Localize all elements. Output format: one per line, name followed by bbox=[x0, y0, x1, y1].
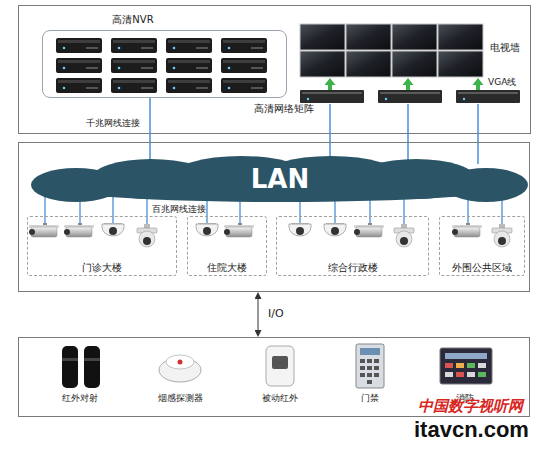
infrared-beam-icon bbox=[62, 346, 100, 388]
control-room-box bbox=[19, 6, 531, 134]
node-label: 高清网络矩阵 bbox=[254, 103, 326, 115]
connector-line bbox=[329, 104, 331, 164]
nvr-unit bbox=[56, 58, 102, 73]
node-label: 红外对射 bbox=[45, 393, 115, 404]
link-label: 千兆网线连接 bbox=[86, 118, 140, 129]
building-group: 住院大楼 bbox=[187, 216, 267, 276]
node-label: 被动红外 bbox=[245, 393, 315, 404]
pir-sensor-icon bbox=[266, 346, 294, 386]
box-camera bbox=[64, 223, 94, 237]
wall-screen bbox=[438, 24, 483, 50]
connector-line bbox=[477, 104, 479, 164]
wall-screen bbox=[300, 51, 345, 77]
box-camera bbox=[452, 223, 482, 237]
dome-camera bbox=[324, 223, 346, 236]
fire-panel-icon bbox=[440, 348, 492, 384]
io-arrow bbox=[258, 299, 259, 330]
connector-line bbox=[149, 98, 151, 164]
network-matrix: 高清网络矩阵 bbox=[300, 90, 520, 104]
node-label: 门禁 bbox=[335, 393, 405, 404]
decoder-unit bbox=[300, 90, 364, 103]
io-label: I/O bbox=[268, 307, 284, 320]
nvr-unit bbox=[221, 78, 267, 93]
node-label: 门诊大楼 bbox=[28, 262, 176, 274]
node-label: 电视墙 bbox=[490, 42, 538, 54]
connector-line bbox=[407, 104, 409, 164]
nvr-unit bbox=[221, 38, 267, 53]
gigabit-link bbox=[150, 98, 151, 164]
connector-line bbox=[328, 85, 332, 90]
nvr-group-box: 高清NVR bbox=[42, 30, 287, 98]
wall-screen bbox=[392, 24, 437, 50]
decoder-unit bbox=[378, 90, 442, 103]
nvr-unit bbox=[166, 78, 212, 93]
node-label: 住院大楼 bbox=[188, 262, 266, 274]
matrix-link bbox=[330, 104, 478, 164]
ptz-camera bbox=[394, 224, 414, 247]
node-label: 百兆网线连接 bbox=[152, 204, 232, 215]
dome-camera bbox=[196, 223, 218, 236]
lan-cloud: LAN bbox=[31, 155, 529, 203]
lan-section-box: 百兆网线连接 LAN 门诊大楼住院大楼综合行政楼外围公共区域 bbox=[18, 142, 530, 292]
nvr-unit bbox=[111, 78, 157, 93]
decoder-unit bbox=[456, 90, 520, 103]
nvr-unit bbox=[166, 58, 212, 73]
building-group: 综合行政楼 bbox=[276, 216, 429, 276]
wall-screen bbox=[300, 24, 345, 50]
access-control-icon bbox=[356, 344, 384, 388]
box-camera bbox=[354, 223, 384, 237]
link-label: VGA线 bbox=[488, 77, 516, 88]
box-camera bbox=[29, 223, 59, 237]
nvr-unit bbox=[56, 78, 102, 93]
building-group: 外围公共区域 bbox=[439, 216, 525, 276]
dome-camera bbox=[102, 223, 124, 236]
wall-screen bbox=[438, 51, 483, 77]
vga-arrow bbox=[330, 85, 478, 90]
node-label: 外围公共区域 bbox=[440, 262, 524, 274]
network-label: LAN bbox=[31, 164, 529, 195]
node-label: 综合行政楼 bbox=[277, 262, 428, 274]
ptz-camera bbox=[492, 224, 512, 247]
nvr-unit bbox=[111, 38, 157, 53]
connector-line bbox=[476, 85, 480, 90]
wall-screen bbox=[346, 51, 391, 77]
watermark: itavcn.com bbox=[414, 417, 529, 443]
node-label: 烟感探测器 bbox=[145, 393, 215, 404]
ptz-camera bbox=[137, 224, 157, 247]
wall-screen bbox=[392, 51, 437, 77]
wall-screen bbox=[346, 24, 391, 50]
nvr-unit bbox=[111, 58, 157, 73]
video-wall: 电视墙 bbox=[300, 24, 484, 78]
nvr-unit bbox=[221, 58, 267, 73]
node-label: 高清NVR bbox=[83, 14, 183, 26]
building-group: 门诊大楼 bbox=[27, 216, 177, 276]
connector-line bbox=[258, 299, 259, 330]
watermark: 中国数字视听网 bbox=[418, 397, 523, 415]
box-camera bbox=[224, 223, 254, 237]
dome-camera bbox=[289, 223, 311, 236]
smoke-detector-icon bbox=[159, 355, 201, 382]
nvr-unit bbox=[166, 38, 212, 53]
nvr-unit bbox=[56, 38, 102, 53]
connector-line bbox=[406, 85, 410, 90]
